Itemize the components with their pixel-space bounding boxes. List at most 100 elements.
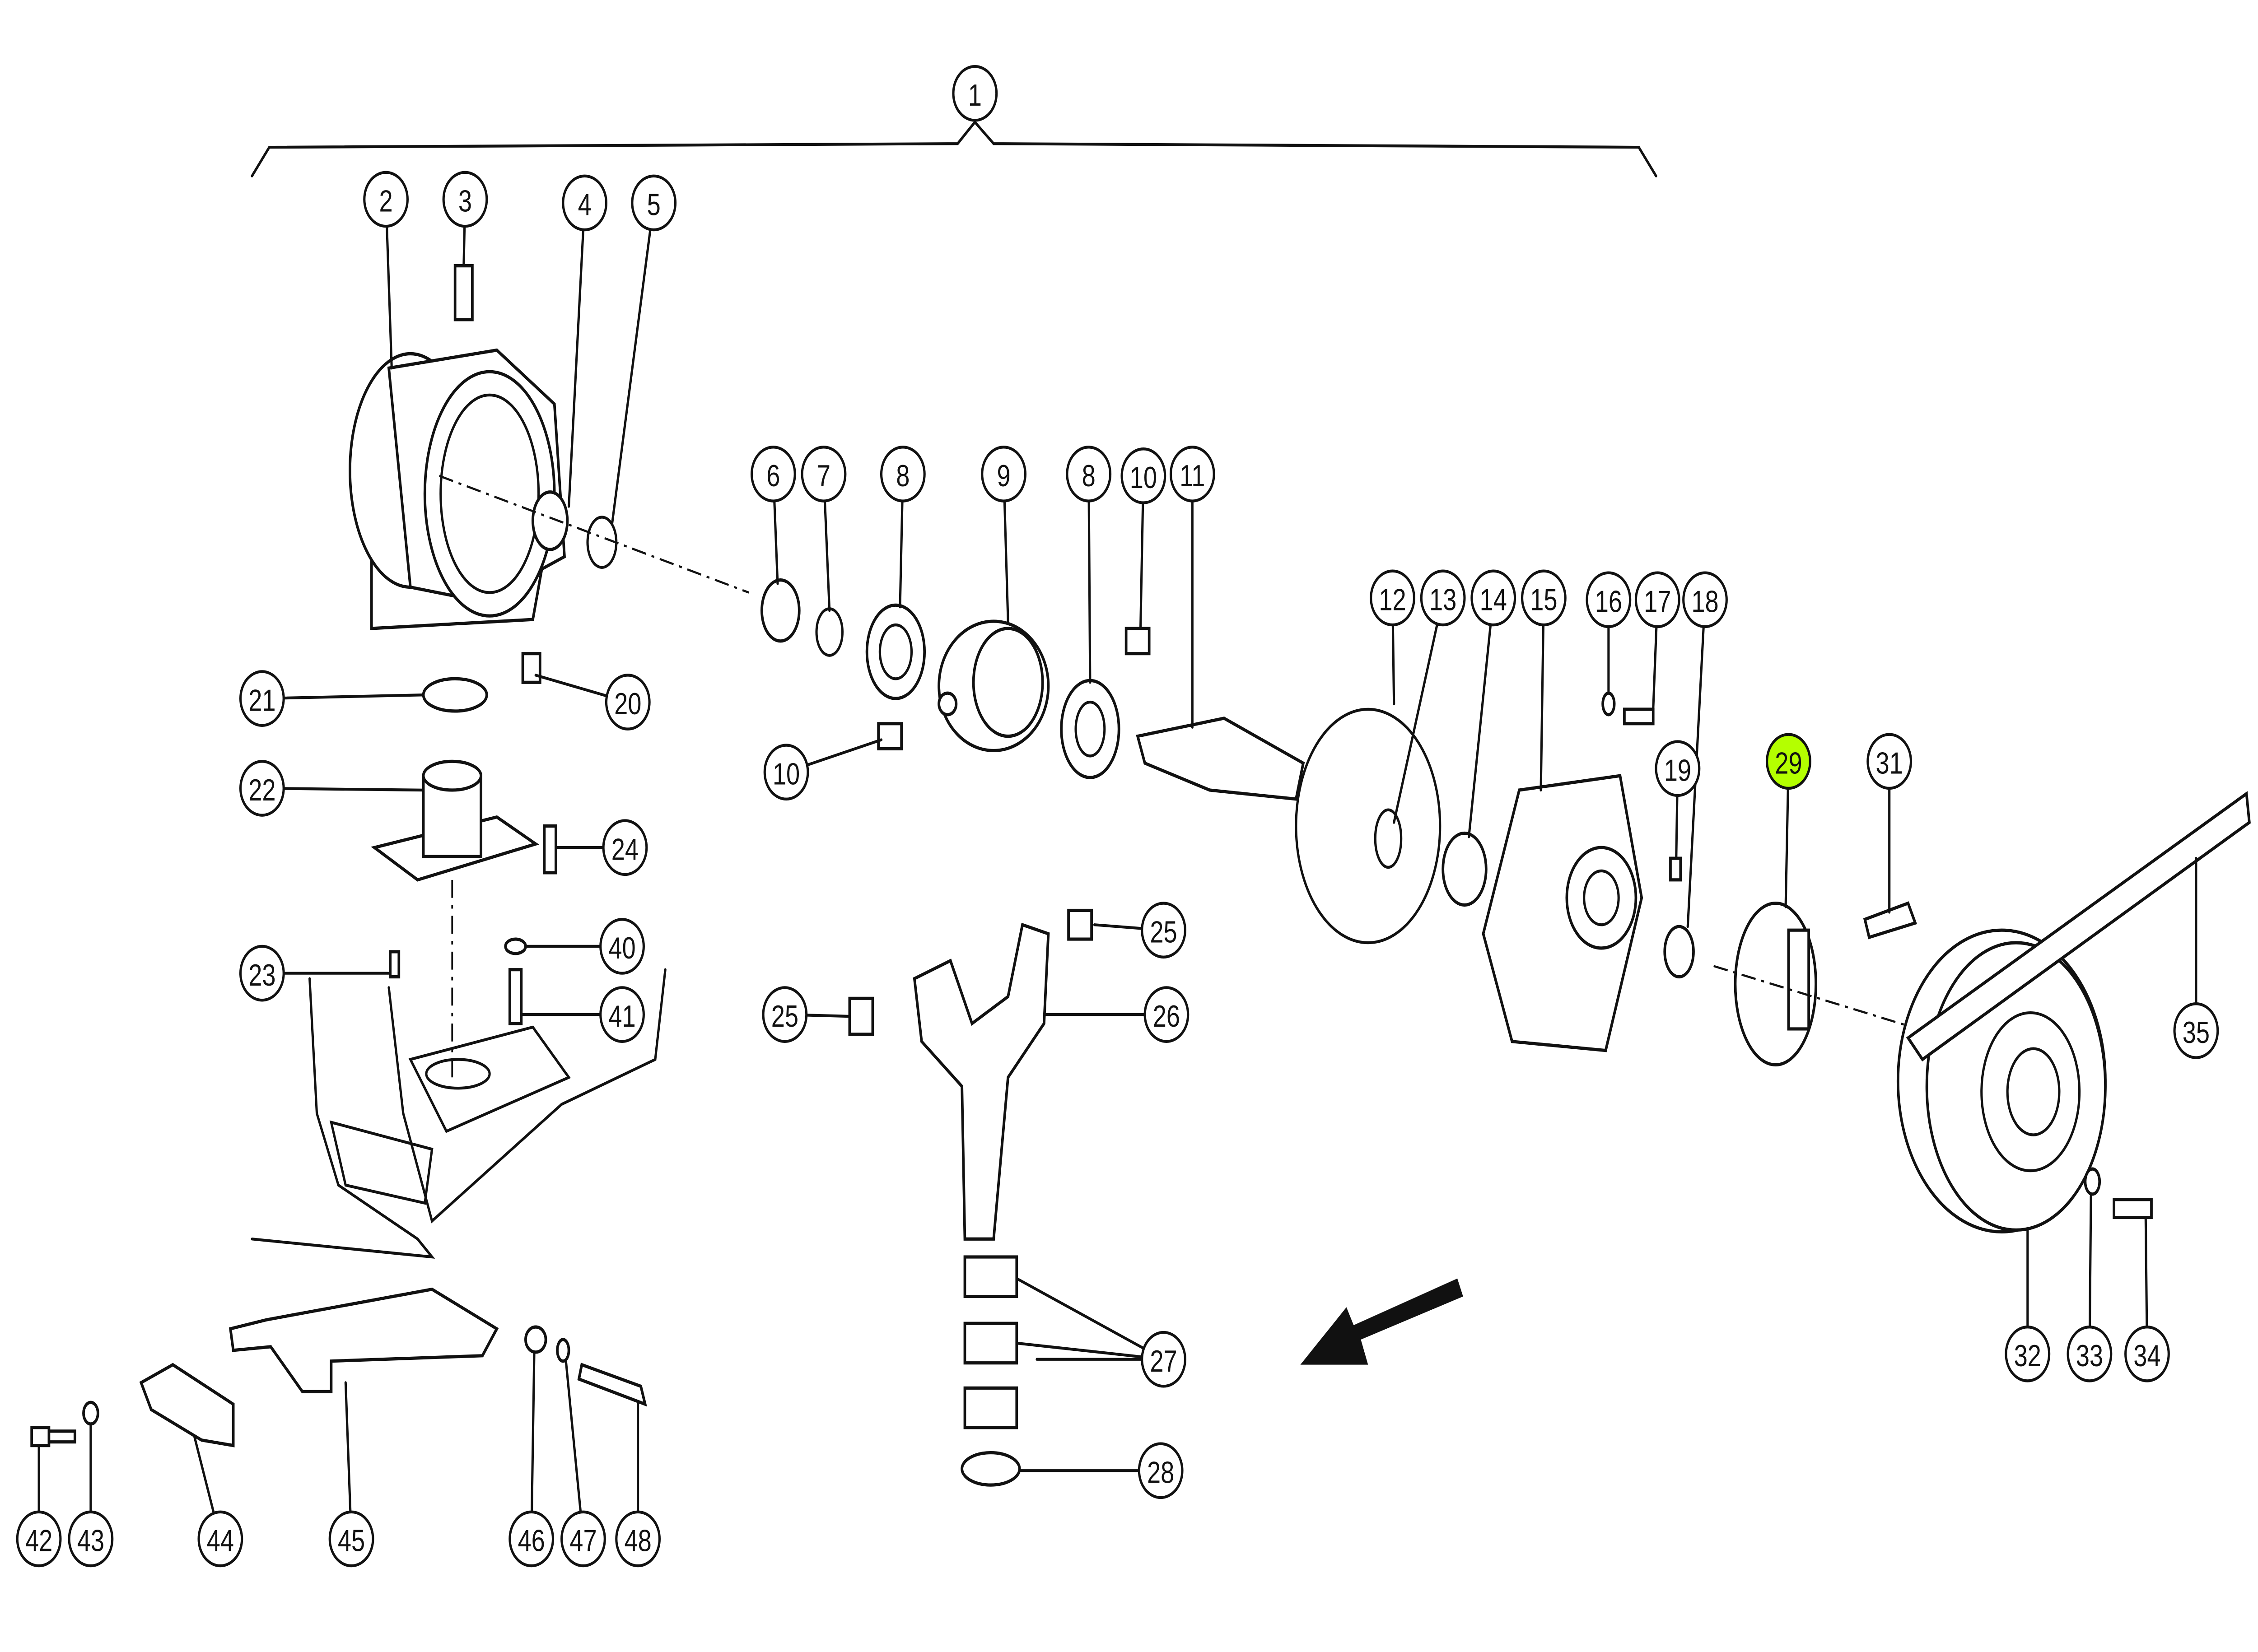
callout-45[interactable]: 45 [328, 1510, 374, 1568]
callout-number: 33 [2076, 1339, 2103, 1373]
plug [521, 652, 541, 684]
bushing [848, 996, 874, 1036]
belt [1906, 791, 2251, 1062]
callout-circle [750, 446, 796, 503]
callout-27[interactable]: 27 [1141, 1331, 1186, 1388]
callout-number: 45 [338, 1524, 365, 1558]
callout-circle [1141, 1331, 1186, 1388]
callout-circle [1470, 569, 1516, 627]
callout-48[interactable]: 48 [615, 1510, 661, 1568]
callout-circle [952, 65, 998, 122]
bushing [1124, 627, 1151, 656]
callout-19[interactable]: 19 [1655, 740, 1701, 797]
callout-47[interactable]: 47 [560, 1510, 606, 1568]
bearing [1442, 831, 1488, 907]
callout-8[interactable]: 8 [1066, 446, 1112, 503]
callout-number: 9 [997, 459, 1011, 493]
callout-14[interactable]: 14 [1470, 569, 1516, 627]
callout-17[interactable]: 17 [1634, 571, 1680, 628]
callout-31[interactable]: 31 [1866, 733, 1913, 790]
callout-number: 32 [2014, 1339, 2041, 1373]
callout-42[interactable]: 42 [16, 1510, 62, 1568]
callout-9[interactable]: 9 [981, 446, 1026, 503]
leader-line [1015, 1341, 1165, 1361]
callout-circle [599, 986, 645, 1043]
callout-24[interactable]: 24 [602, 819, 648, 876]
callout-25[interactable]: 25 [1141, 902, 1186, 959]
callout-circle [68, 1510, 114, 1568]
callout-circle [615, 1510, 661, 1568]
needle-bearings [963, 1255, 1018, 1429]
callout-number: 8 [1082, 459, 1096, 493]
lever-arm [229, 1287, 499, 1393]
callout-18[interactable]: 18 [1682, 571, 1728, 628]
callout-circle [239, 760, 285, 817]
callout-7[interactable]: 7 [801, 446, 847, 503]
callout-33[interactable]: 33 [2067, 1325, 2113, 1382]
bushing [1067, 908, 1093, 941]
callout-41[interactable]: 41 [599, 986, 645, 1043]
leader-line [564, 1359, 585, 1540]
callout-23[interactable]: 23 [239, 945, 285, 1002]
leader-line [1540, 596, 1545, 792]
callout-circle [1766, 733, 1811, 790]
washer [1601, 691, 1616, 717]
callout-10[interactable]: 10 [763, 744, 809, 801]
leader-line [1087, 472, 1092, 684]
callout-circle [631, 174, 677, 232]
callout-10[interactable]: 10 [1120, 447, 1166, 504]
callout-circle [197, 1510, 243, 1568]
callout-number: 29 [1775, 746, 1802, 780]
callout-43[interactable]: 43 [68, 1510, 114, 1568]
callout-circle [16, 1510, 62, 1568]
callout-28[interactable]: 28 [1138, 1442, 1184, 1499]
bolt [2113, 1198, 2153, 1219]
callout-46[interactable]: 46 [509, 1510, 555, 1568]
callout-34[interactable]: 34 [2124, 1325, 2170, 1382]
callout-16[interactable]: 16 [1586, 571, 1632, 628]
callout-number: 31 [1876, 746, 1903, 780]
callout-44[interactable]: 44 [197, 1510, 243, 1568]
callout-1[interactable]: 1 [952, 65, 998, 122]
pin [1669, 856, 1682, 882]
callout-number: 8 [896, 459, 910, 493]
callout-8[interactable]: 8 [880, 446, 926, 503]
callout-5[interactable]: 5 [631, 174, 677, 232]
callout-number: 10 [773, 757, 800, 791]
callout-21[interactable]: 21 [239, 670, 285, 727]
leader-line [261, 786, 425, 792]
ring [961, 1451, 1021, 1487]
flange-housing [1482, 774, 1643, 1052]
callout-6[interactable]: 6 [750, 446, 796, 503]
callout-25[interactable]: 25 [762, 986, 808, 1043]
callout-number: 2 [379, 184, 393, 218]
callout-number: 47 [569, 1524, 597, 1558]
callout-circle [1120, 447, 1166, 504]
seal [760, 578, 801, 643]
callout-35[interactable]: 35 [2173, 1002, 2219, 1059]
callout-3[interactable]: 3 [442, 171, 488, 228]
direction-arrow [1300, 1278, 1463, 1365]
callout-22[interactable]: 22 [239, 760, 285, 817]
callout-32[interactable]: 32 [2005, 1325, 2051, 1382]
leader-line [1393, 596, 1444, 824]
bearing [865, 603, 926, 700]
callout-12[interactable]: 12 [1370, 569, 1415, 627]
callout-circle [1420, 569, 1466, 627]
callout-29-highlighted[interactable]: 29 [1766, 733, 1811, 790]
callout-26[interactable]: 26 [1143, 986, 1190, 1043]
callout-11[interactable]: 11 [1169, 446, 1215, 503]
bolt [1863, 901, 1917, 940]
callout-13[interactable]: 13 [1420, 569, 1466, 627]
callout-number: 5 [647, 188, 661, 222]
callout-circle [605, 674, 651, 731]
washer [82, 1401, 99, 1426]
bolt [1623, 707, 1655, 726]
callout-number: 19 [1664, 754, 1691, 787]
callout-circle [562, 174, 608, 232]
callout-40[interactable]: 40 [599, 918, 645, 975]
callout-15[interactable]: 15 [1521, 569, 1567, 627]
callout-2[interactable]: 2 [363, 171, 409, 228]
callout-20[interactable]: 20 [605, 674, 651, 731]
callout-4[interactable]: 4 [562, 174, 608, 232]
